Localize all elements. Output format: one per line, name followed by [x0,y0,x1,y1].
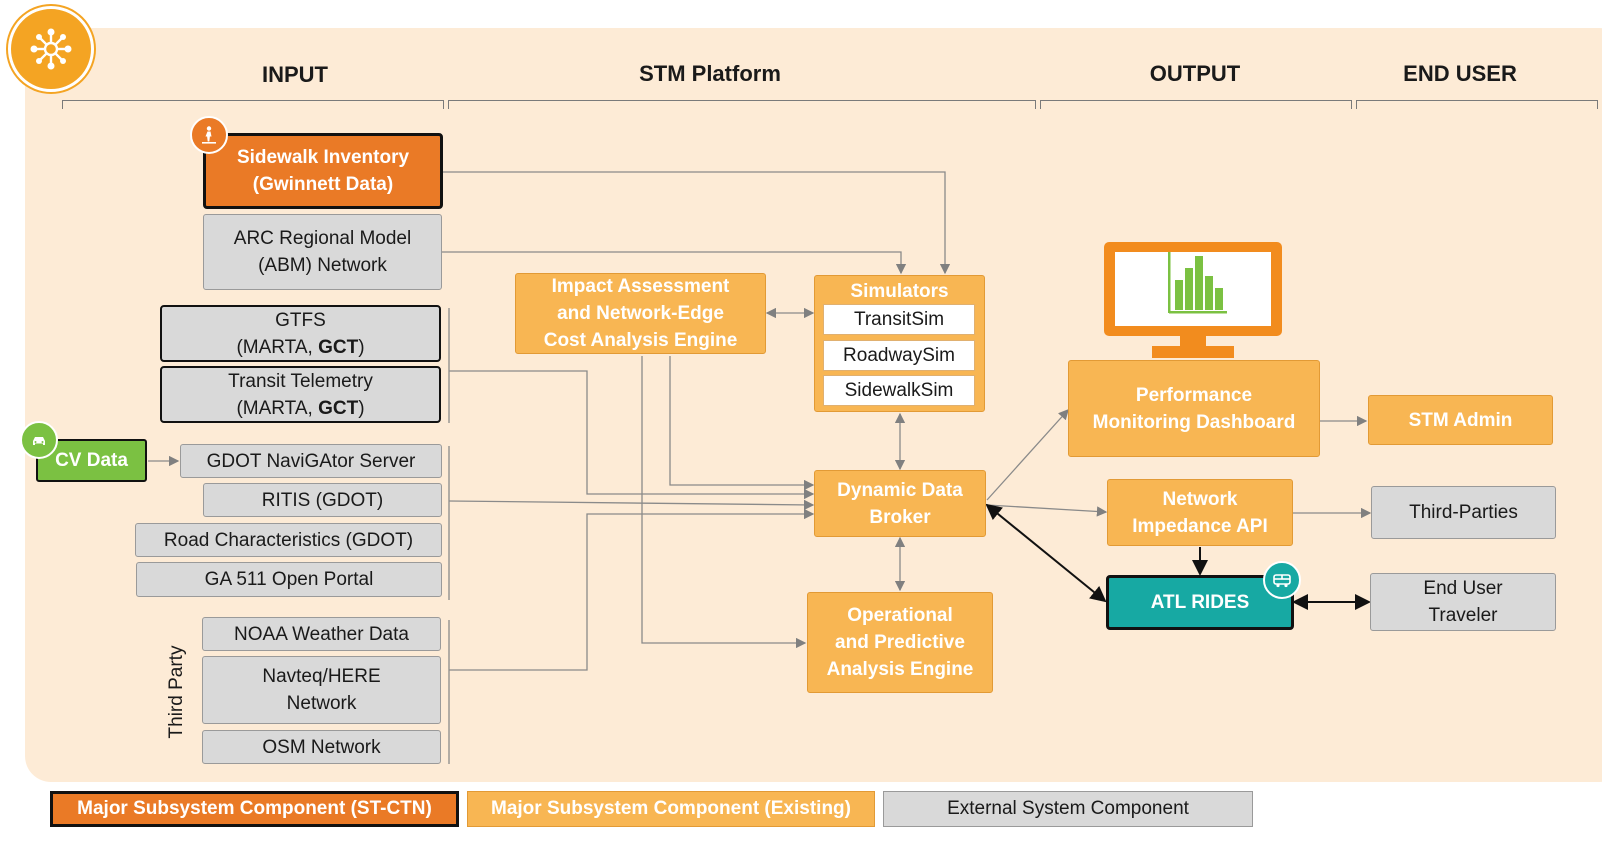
performance-dashboard-box: Performance Monitoring Dashboard [1068,360,1320,457]
simulators-title: Simulators [850,281,949,302]
broker-line2: Broker [869,506,931,528]
dynamic-data-broker-box: Dynamic Data Broker [814,470,986,537]
navigator-server-box: GDOT NaviGAtor Server [180,444,442,478]
transit-telemetry-box: Transit Telemetry (MARTA, GCT) [160,366,441,423]
traveler-line2: Traveler [1428,605,1498,626]
api-line1: Network [1162,488,1238,510]
network-impedance-api-box: Network Impedance API [1107,479,1293,546]
operational-line1: Operational [847,605,953,626]
header-output: OUTPUT [1149,61,1241,86]
third-party-label: Third Party [161,640,193,744]
telemetry-agency-bold: GCT [318,397,359,419]
sidewalk-inventory-line1: Sidewalk Inventory [236,147,410,168]
gtfs-agency: (MARTA, [236,336,319,358]
bracket-end-user [1356,100,1598,109]
operational-line2: and Predictive [835,632,965,653]
api-line2: Impedance API [1132,515,1268,537]
header-end-user: END USER [1403,61,1517,86]
noaa-weather-box: NOAA Weather Data [202,617,441,651]
impact-line2: and Network-Edge [557,303,724,324]
road-characteristics-box: Road Characteristics (GDOT) [135,523,442,557]
impact-line3: Cost Analysis Engine [543,330,738,351]
impact-line1: Impact Assessment [551,276,730,297]
navteq-here-box: Navteq/HERE Network [202,656,441,724]
gtfs-close: ) [358,336,365,358]
traveler-line1: End User [1423,578,1503,599]
operational-line3: Analysis Engine [826,659,974,680]
third-party-text: Third Party [166,645,187,739]
dashboard-line2: Monitoring Dashboard [1092,411,1296,433]
operational-predictive-box: Operational and Predictive Analysis Engi… [807,592,993,693]
header-input: INPUT [262,62,328,87]
legend-external-component: External System Component [883,791,1253,827]
traveler-box: End User Traveler [1370,573,1556,631]
impact-assessment-box: Impact Assessment and Network-Edge Cost … [515,273,766,354]
transitsim-box: TransitSim [823,304,975,335]
atl-rides-box: ATL RIDES [1106,575,1294,630]
bracket-output [1040,100,1352,109]
cv-data-box: CV Data [36,439,147,482]
arc-model-line2: (ABM) Network [258,255,387,276]
broker-line1: Dynamic Data [837,479,963,501]
telemetry-agency: (MARTA, [236,397,319,419]
connected-vehicle-icon [20,421,58,459]
legend-new-component: Major Subsystem Component (ST-CTN) [50,791,459,827]
telemetry-line1: Transit Telemetry [228,370,373,392]
monitor-chart-icon [1104,242,1282,358]
gtfs-line2: (MARTA, GCT) [236,334,364,361]
shuttle-bus-icon [1263,561,1301,599]
third-parties-box: Third-Parties [1371,486,1556,539]
sidewalk-inventory-line2: (Gwinnett Data) [252,174,394,195]
bracket-platform [448,100,1036,109]
arc-regional-model-box: ARC Regional Model (ABM) Network [203,214,442,290]
osm-network-box: OSM Network [202,730,441,764]
legend-existing-component: Major Subsystem Component (Existing) [467,791,875,827]
header-stm-platform: STM Platform [639,61,781,86]
pedestrian-icon [190,116,228,154]
ga511-box: GA 511 Open Portal [136,562,442,597]
telemetry-line2: (MARTA, GCT) [236,395,364,422]
sidewalk-inventory-box: Sidewalk Inventory (Gwinnett Data) [203,133,443,209]
ritis-box: RITIS (GDOT) [203,483,442,517]
gtfs-agency-bold: GCT [318,336,359,358]
network-logo-icon [8,6,94,92]
stm-admin-box: STM Admin [1368,395,1553,445]
telemetry-close: ) [358,397,365,419]
navteq-line1: Navteq/HERE [262,666,381,687]
dashboard-line1: Performance [1135,384,1253,406]
navteq-line2: Network [286,693,357,714]
bracket-input [62,100,444,109]
gtfs-box: GTFS (MARTA, GCT) [160,305,441,362]
gtfs-line1: GTFS [275,309,326,331]
arc-model-line1: ARC Regional Model [233,228,412,249]
sidewalksim-box: SidewalkSim [823,375,975,406]
roadwaysim-box: RoadwaySim [823,340,975,371]
